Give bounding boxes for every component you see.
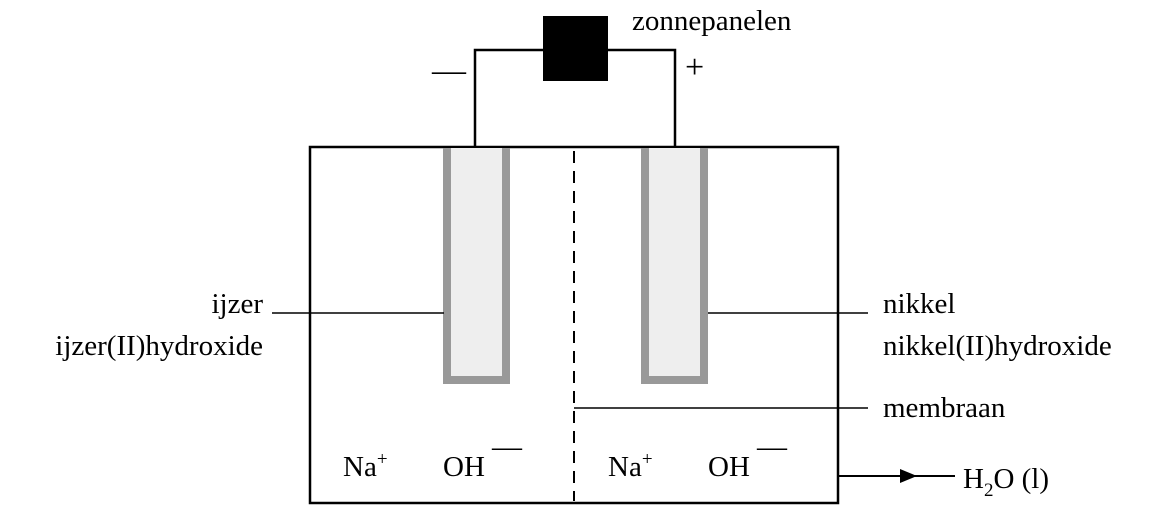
output-formula-main: H	[963, 463, 984, 495]
left-sodium-ion: Na+	[343, 449, 388, 483]
output-arrow-head	[900, 469, 917, 483]
right-electrode-label-2: nikkel(II)hydroxide	[883, 330, 1112, 362]
right-hydroxide-charge: —	[756, 430, 788, 463]
wire-positive	[608, 48, 677, 148]
right-sodium-ion: Na+	[608, 449, 653, 483]
right-electrode	[641, 148, 708, 384]
left-hydroxide-ion: OH	[443, 451, 485, 483]
power-source-label: zonnepanelen	[632, 5, 792, 37]
wire-negative	[473, 48, 543, 148]
output-formula-rest: O (l)	[993, 463, 1049, 495]
output-formula-subscript: 2	[984, 480, 994, 501]
output-product-label: H2O (l)	[963, 463, 1049, 501]
left-electrode	[443, 148, 510, 384]
left-electrode-label-1: ijzer	[211, 288, 263, 320]
right-electrode-label-1: nikkel	[883, 288, 956, 320]
right-sodium-symbol: Na	[608, 451, 642, 483]
circuit-wires	[473, 48, 677, 148]
electrolysis-vessel	[308, 145, 840, 505]
left-sodium-symbol: Na	[343, 451, 377, 483]
left-electrode-label-2: ijzer(II)hydroxide	[55, 330, 263, 362]
plus-sign: +	[685, 49, 704, 86]
right-hydroxide-ion: OH	[708, 451, 750, 483]
right-sodium-charge: +	[642, 449, 653, 470]
left-hydroxide-charge: —	[491, 430, 523, 463]
membrane-label: membraan	[883, 392, 1006, 424]
minus-sign: —	[431, 52, 467, 89]
left-sodium-charge: +	[377, 449, 388, 470]
solar-panel-block	[543, 16, 608, 81]
